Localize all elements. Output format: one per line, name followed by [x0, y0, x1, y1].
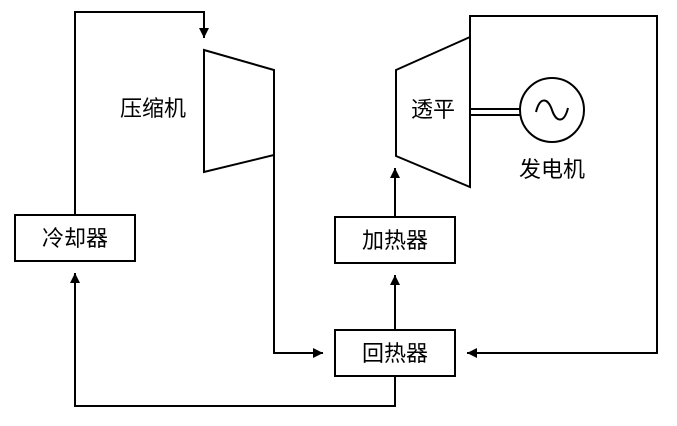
turbine-label: 透平 [411, 98, 455, 123]
compressor: 压缩机 [120, 48, 275, 174]
regenerator-box [334, 329, 456, 377]
compressor-label: 压缩机 [120, 97, 186, 122]
flow-lines [70, 11, 658, 407]
flow-compressor-to-regenerator [273, 155, 323, 358]
cooler-label: 冷却器 [42, 227, 108, 252]
regenerator: 回热器 [334, 329, 456, 377]
turbine: 透平 [395, 35, 471, 189]
flow-cooler-to-compressor [74, 11, 209, 215]
cooler-box [14, 214, 136, 262]
regenerator-label: 回热器 [362, 342, 428, 367]
compressor-shape [203, 48, 275, 174]
flow-regenerator-to-cooler [70, 273, 396, 407]
generator-shaft [470, 108, 520, 116]
generator: 发电机 [519, 77, 585, 183]
heater-label: 加热器 [362, 229, 428, 254]
generator-circle [519, 77, 585, 143]
generator-label: 发电机 [519, 158, 585, 183]
heater: 加热器 [334, 216, 456, 264]
flow-turbine-to-regenerator [467, 15, 658, 358]
cooler: 冷却器 [14, 214, 136, 262]
turbine-shape [395, 35, 471, 189]
sine-wave-icon [535, 99, 569, 121]
